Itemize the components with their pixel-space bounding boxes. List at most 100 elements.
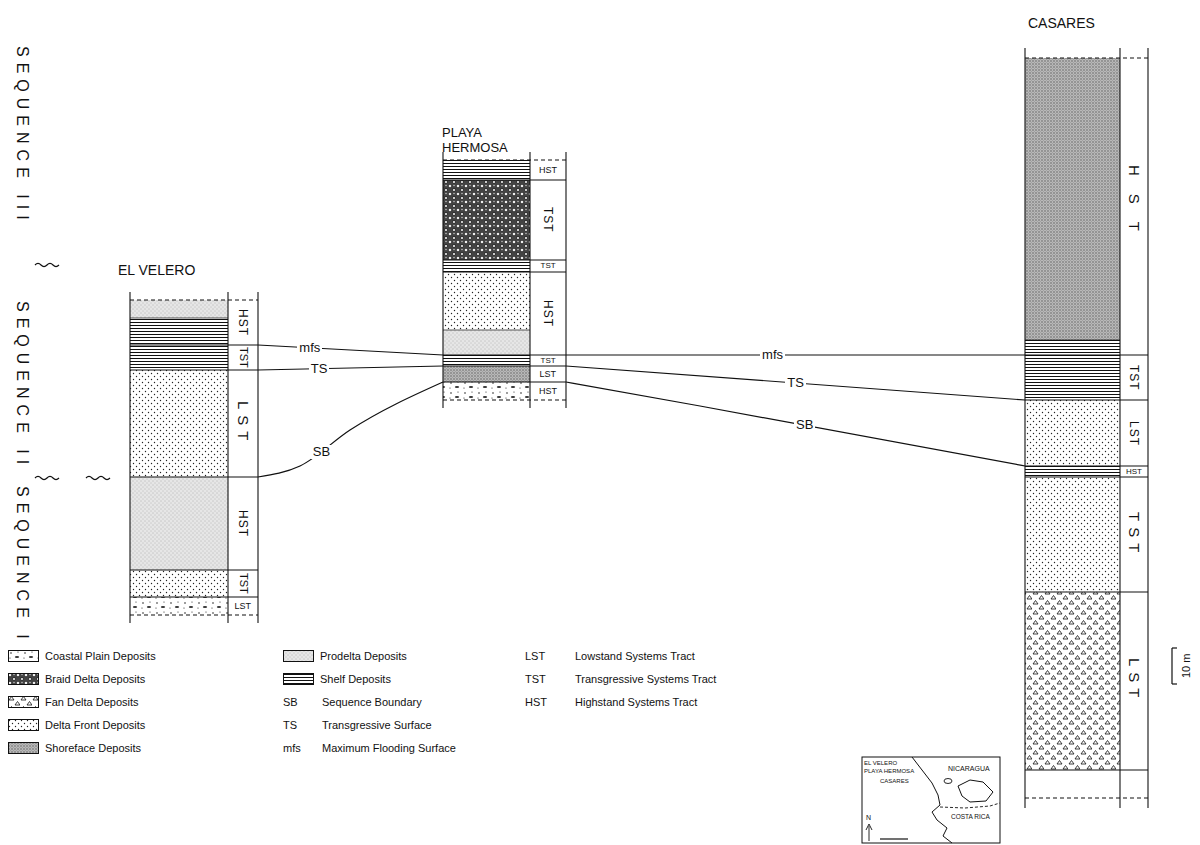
systems-tract-label: LST xyxy=(1127,658,1142,704)
column-line xyxy=(443,399,566,400)
column-line xyxy=(1025,797,1148,798)
systems-tract-cell: TST xyxy=(530,180,566,260)
systems-tract-cell: LST xyxy=(228,597,258,615)
legend-swatch-fill xyxy=(9,743,39,754)
column-line xyxy=(130,369,258,370)
legend-swatch xyxy=(8,742,39,754)
systems-tract-label: TST xyxy=(238,573,249,594)
lithology-unit xyxy=(130,300,228,318)
lithology-unit xyxy=(443,272,530,330)
systems-tract-label: TST xyxy=(542,207,554,233)
lake-nicaragua xyxy=(958,780,993,802)
lithology-unit xyxy=(443,260,530,272)
abbreviation: SB xyxy=(283,696,298,708)
column-line xyxy=(1025,465,1148,466)
abbreviation-meaning: Transgressive Surface xyxy=(322,719,432,731)
systems-tract-label: HST xyxy=(1127,165,1142,249)
systems-tract-cell: HST xyxy=(1120,466,1148,477)
column-line xyxy=(443,381,566,382)
systems-tract-cell: HST xyxy=(228,477,258,570)
lithology-unit xyxy=(443,382,530,400)
lithology-unit xyxy=(1025,340,1120,400)
correlation-line xyxy=(258,345,443,355)
legend-text: Delta Front Deposits xyxy=(45,719,145,731)
systems-tract-cell: HST xyxy=(530,160,566,180)
column-line xyxy=(1025,591,1148,592)
legend-text: Braid Delta Deposits xyxy=(45,673,145,685)
legend-swatch xyxy=(8,673,39,685)
systems-tract-label: TST xyxy=(1128,365,1140,391)
section-column: PLAYA HERMOSAHSTTSTTSTHSTTSTLSTHST xyxy=(443,160,566,400)
column-line xyxy=(130,596,258,597)
systems-tract-cell: TST xyxy=(530,355,566,366)
abbreviation: HST xyxy=(525,696,547,708)
section-name: EL VELERO xyxy=(118,262,238,278)
lake-managua xyxy=(944,779,952,784)
column-line xyxy=(1025,354,1148,355)
column-line xyxy=(130,318,228,319)
lithology-unit xyxy=(1025,477,1120,592)
column-line xyxy=(1147,48,1148,808)
legend-swatch-fill xyxy=(9,651,39,662)
column-line xyxy=(1025,476,1148,477)
map-site-label: PLAYA HERMOSA xyxy=(864,768,914,775)
lithology-unit xyxy=(443,180,530,260)
column-line xyxy=(129,292,130,623)
lithology-unit xyxy=(443,330,530,355)
surface-label: TS xyxy=(309,362,330,376)
legend-swatch-fill xyxy=(284,674,314,685)
systems-tract-label: HST xyxy=(542,300,554,327)
column-line xyxy=(443,159,566,160)
systems-tract-cell: TST xyxy=(530,260,566,272)
legend-swatch-fill xyxy=(9,674,39,685)
section-column: CASARESHSTTSTLSTHSTTSTLST xyxy=(1025,58,1148,770)
legend-text: Fan Delta Deposits xyxy=(45,696,139,708)
systems-tract-label: TST xyxy=(1127,512,1142,558)
column-line xyxy=(130,614,258,615)
column-line xyxy=(1024,48,1025,808)
national-border xyxy=(940,803,1000,808)
column-line xyxy=(443,259,566,260)
column-line xyxy=(443,354,566,355)
surface-label: SB xyxy=(311,445,332,459)
lithology-unit xyxy=(443,366,530,382)
column-line xyxy=(1025,399,1148,400)
column-line xyxy=(257,292,258,623)
systems-tract-label: LST xyxy=(540,370,557,379)
column-line xyxy=(227,292,228,623)
systems-tract-cell: TST xyxy=(1120,355,1148,400)
lithology-unit xyxy=(130,597,228,615)
scale-bar xyxy=(1172,648,1177,684)
systems-tract-cell: TST xyxy=(1120,477,1148,592)
surface-label: SB xyxy=(794,418,815,432)
sequence-label: SEQUENCE II xyxy=(13,301,31,470)
column-line xyxy=(130,299,258,300)
legend-text: Coastal Plain Deposits xyxy=(45,650,156,662)
scale-label: 10 m xyxy=(1180,654,1192,678)
column-line xyxy=(529,152,530,408)
systems-tract-label: HST xyxy=(237,309,249,336)
section-name: CASARES xyxy=(1028,15,1148,31)
systems-tract-cell: LST xyxy=(1120,400,1148,466)
legend-text: Prodelta Deposits xyxy=(320,650,407,662)
surface-label: mfs xyxy=(760,348,785,362)
column-line xyxy=(443,365,566,366)
scale-bar-tick xyxy=(1172,647,1177,648)
systems-tract-label: LST xyxy=(236,401,251,447)
map-site-label: CASARES xyxy=(880,778,909,785)
systems-tract-label: TST xyxy=(541,262,556,270)
surface-label: TS xyxy=(785,376,806,390)
coastline xyxy=(912,757,952,843)
abbreviation-meaning: Highstand Systems Tract xyxy=(575,696,697,708)
legend-swatch-fill xyxy=(9,720,39,731)
systems-tract-cell: HST xyxy=(228,300,258,345)
systems-tract-label: TST xyxy=(238,347,249,368)
surface-label: mfs xyxy=(297,341,322,355)
legend-swatch xyxy=(283,673,314,685)
systems-tract-cell: LST xyxy=(228,370,258,477)
systems-tract-cell: HST xyxy=(530,382,566,400)
sequence-boundary-mark xyxy=(86,477,110,480)
lithology-unit xyxy=(130,370,228,477)
map-scale-bar xyxy=(880,838,908,839)
